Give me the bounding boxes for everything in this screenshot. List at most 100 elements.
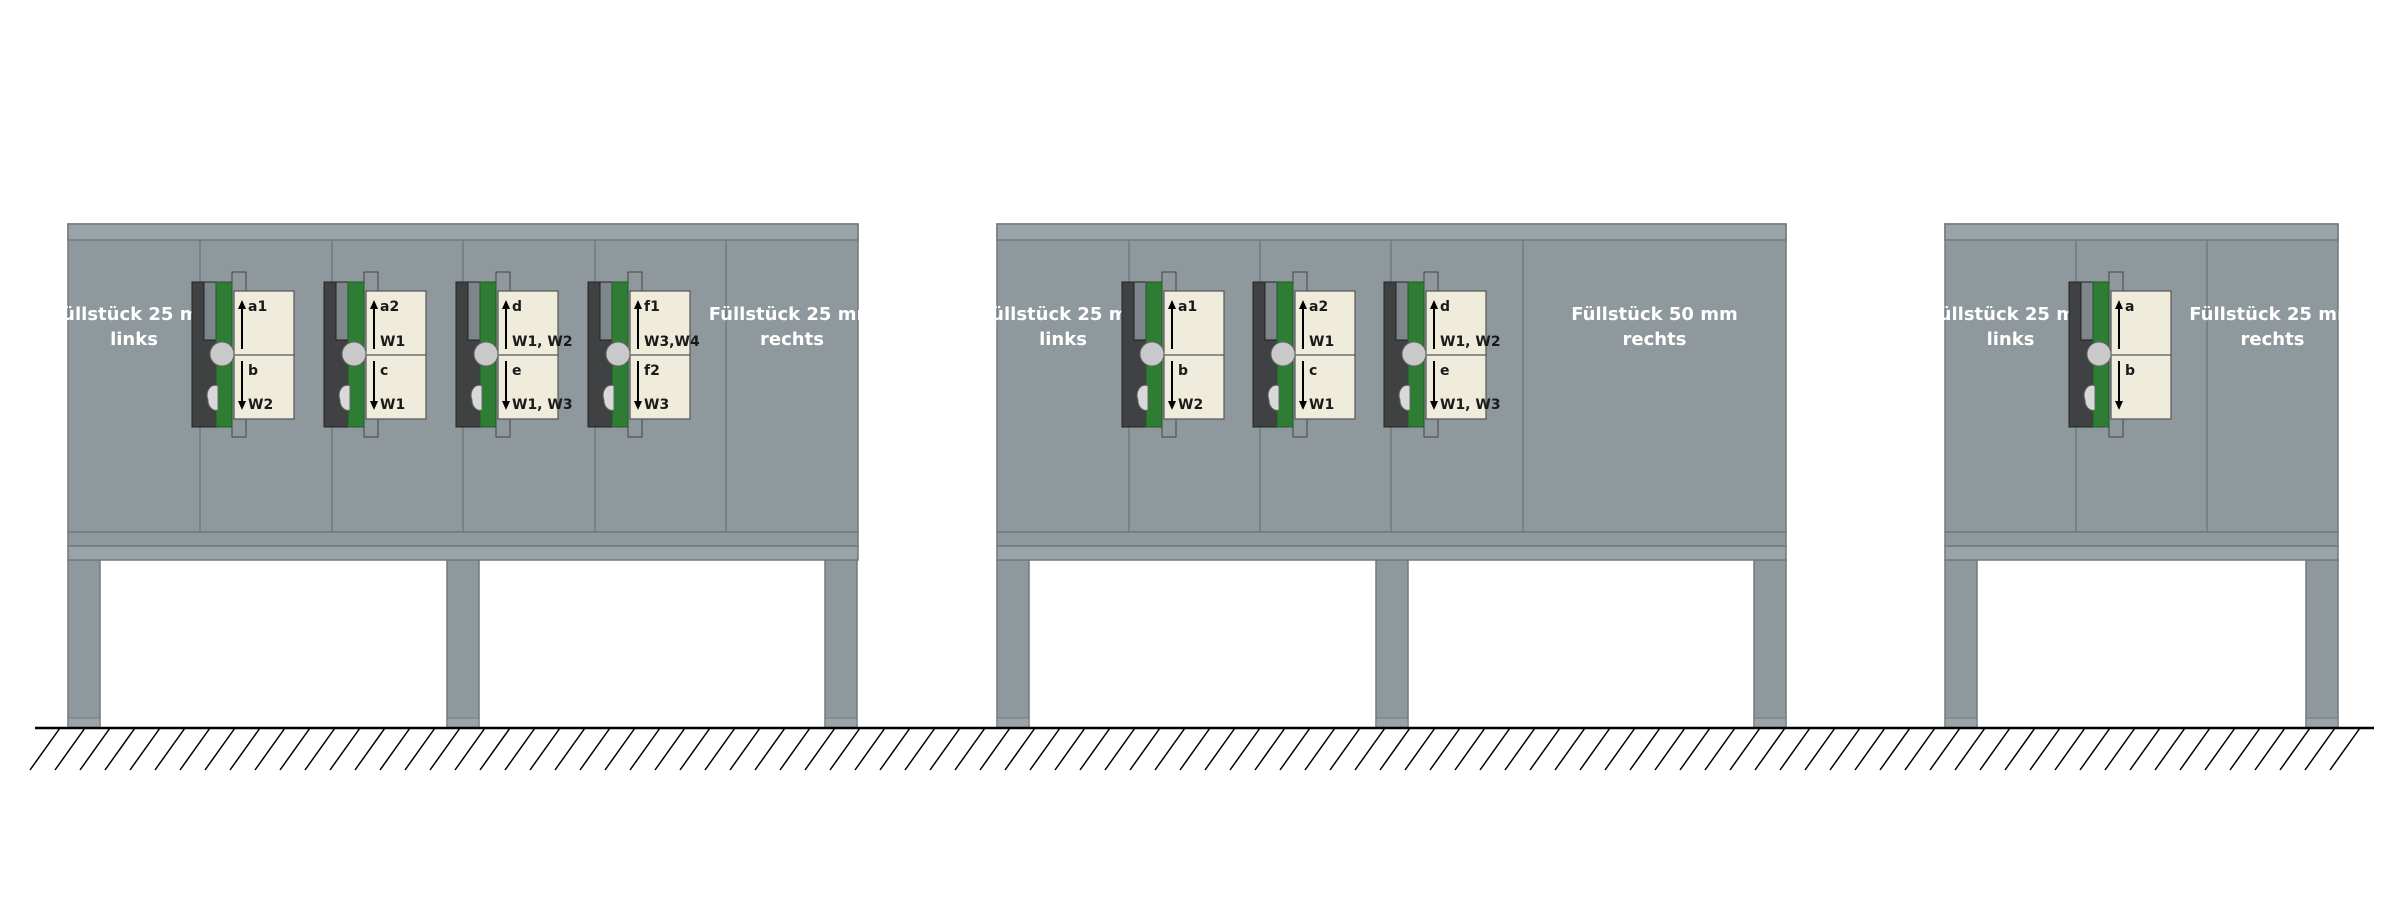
hatch-stroke bbox=[1929, 727, 1961, 771]
right-filler-sublabel: rechts bbox=[1623, 329, 1687, 350]
module-bottom-label: b bbox=[248, 363, 258, 379]
hatch-stroke bbox=[1754, 727, 1786, 771]
hatch-stroke bbox=[2179, 727, 2211, 771]
hatch-stroke bbox=[2104, 727, 2136, 771]
hatch-stroke bbox=[1404, 727, 1436, 771]
hatch-stroke bbox=[254, 727, 286, 771]
hatch-stroke bbox=[754, 727, 786, 771]
arrowhead-down-icon bbox=[502, 401, 510, 410]
hatch-stroke bbox=[2154, 727, 2186, 771]
hatch-stroke bbox=[1104, 727, 1136, 771]
cabinet-plinth bbox=[1944, 531, 2339, 547]
hatch-stroke bbox=[929, 727, 961, 771]
hatch-stroke bbox=[1204, 727, 1236, 771]
hatch-stroke bbox=[1704, 727, 1736, 771]
lock-icon bbox=[206, 384, 219, 411]
arrowhead-up-icon bbox=[238, 300, 246, 309]
module-cover bbox=[467, 281, 481, 341]
cabinet-leg bbox=[824, 559, 858, 729]
hatch-stroke bbox=[1979, 727, 2011, 771]
hatch-stroke bbox=[1304, 727, 1336, 771]
cabinet-plinth bbox=[67, 531, 859, 547]
hatch-stroke bbox=[529, 727, 561, 771]
hatch-stroke bbox=[2029, 727, 2061, 771]
hatch-stroke bbox=[804, 727, 836, 771]
hatch-stroke bbox=[479, 727, 511, 771]
lock-icon bbox=[338, 384, 351, 411]
hatch-stroke bbox=[854, 727, 886, 771]
hatch-stroke bbox=[1954, 727, 1986, 771]
leg-foot bbox=[1944, 717, 1978, 729]
cabinet-plinth bbox=[996, 531, 1787, 547]
hatch-stroke bbox=[954, 727, 986, 771]
hatch-stroke bbox=[654, 727, 686, 771]
module-bottom-sublabel: W2 bbox=[248, 397, 273, 413]
right-filler-label: Füllstück 25 mm bbox=[2189, 304, 2355, 325]
arrowhead-down-icon bbox=[370, 401, 378, 410]
leg-foot bbox=[1753, 717, 1787, 729]
hatch-stroke bbox=[1904, 727, 1936, 771]
leg-foot bbox=[1375, 717, 1409, 729]
right-filler-sublabel: rechts bbox=[2241, 329, 2305, 350]
arrowhead-up-icon bbox=[1168, 300, 1176, 309]
arrowhead-up-icon bbox=[2115, 300, 2123, 309]
module-bottom-label: f2 bbox=[644, 363, 660, 379]
module-bottom-sublabel: W1 bbox=[380, 397, 405, 413]
lock-icon bbox=[602, 384, 615, 411]
hatch-stroke bbox=[679, 727, 711, 771]
module-bottom-label: b bbox=[2125, 363, 2135, 379]
leg-foot bbox=[446, 717, 480, 729]
left-filler-label: Füllstück 25 mm bbox=[1927, 304, 2093, 325]
hatch-stroke bbox=[1729, 727, 1761, 771]
hatch-stroke bbox=[429, 727, 461, 771]
leg-foot bbox=[2305, 717, 2339, 729]
hatch-stroke bbox=[229, 727, 261, 771]
module-top-label: a1 bbox=[248, 299, 267, 315]
hatch-stroke bbox=[54, 727, 86, 771]
right-filler-label: Füllstück 25 mm bbox=[709, 304, 875, 325]
arrowhead-up-icon bbox=[1299, 300, 1307, 309]
lock-icon bbox=[1398, 384, 1411, 411]
arrowhead-up-icon bbox=[370, 300, 378, 309]
left-filler-sublabel: links bbox=[1987, 329, 2035, 350]
hatch-stroke bbox=[1129, 727, 1161, 771]
hatch-stroke bbox=[2329, 727, 2361, 771]
hatch-stroke bbox=[2279, 727, 2311, 771]
hatch-stroke bbox=[1329, 727, 1361, 771]
left-filler-label: Füllstück 25 mm bbox=[980, 304, 1146, 325]
module-bottom-sublabel: W3 bbox=[644, 397, 669, 413]
lock-icon bbox=[1136, 384, 1149, 411]
hatch-stroke bbox=[1829, 727, 1861, 771]
hatch-stroke bbox=[1279, 727, 1311, 771]
leg-foot bbox=[824, 717, 858, 729]
cabinet-leg bbox=[1753, 559, 1787, 729]
hatch-stroke bbox=[104, 727, 136, 771]
hatch-stroke bbox=[204, 727, 236, 771]
hatch-stroke bbox=[1254, 727, 1286, 771]
hatch-stroke bbox=[2004, 727, 2036, 771]
hatch-stroke bbox=[379, 727, 411, 771]
module-top-label: a2 bbox=[1309, 299, 1328, 315]
module-top-sublabel: W1, W2 bbox=[512, 334, 573, 350]
door-handle-icon bbox=[209, 341, 235, 367]
left-filler-sublabel: links bbox=[110, 329, 158, 350]
hatch-stroke bbox=[2304, 727, 2336, 771]
hatch-stroke bbox=[1379, 727, 1411, 771]
module-top-label: a1 bbox=[1178, 299, 1197, 315]
leg-foot bbox=[996, 717, 1030, 729]
hatch-stroke bbox=[1429, 727, 1461, 771]
door-handle-icon bbox=[1270, 341, 1296, 367]
cabinet-top-band bbox=[67, 223, 859, 241]
cabinet-leg bbox=[67, 559, 101, 729]
switch-module-1: ab bbox=[2068, 271, 2172, 438]
right-filler-sublabel: rechts bbox=[760, 329, 824, 350]
cabinet-base-band bbox=[996, 545, 1787, 561]
module-top-label: a2 bbox=[380, 299, 399, 315]
cabinet-base-band bbox=[1944, 545, 2339, 561]
